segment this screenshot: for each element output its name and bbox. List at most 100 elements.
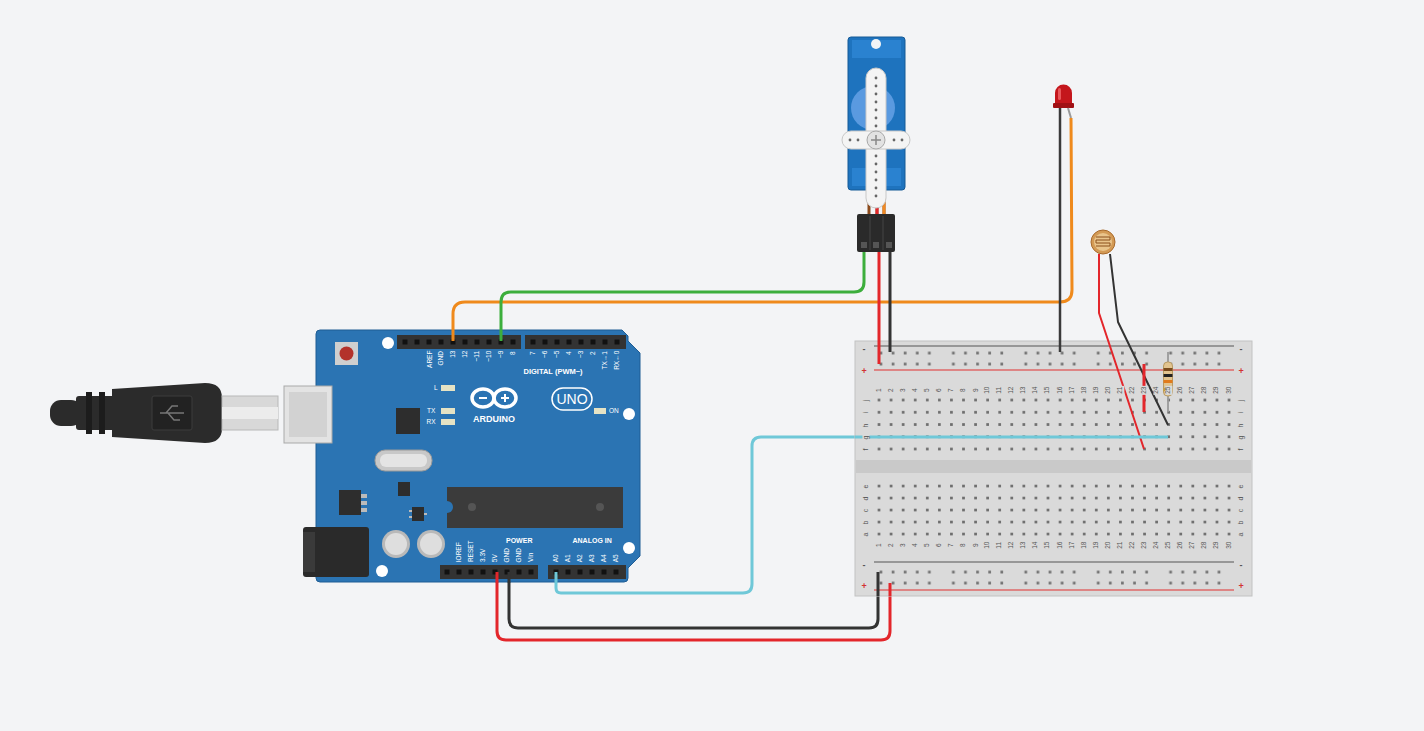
power-jack-part	[303, 527, 369, 577]
servo-motor-part-part	[875, 77, 878, 80]
photoresistor-part	[1096, 237, 1110, 246]
column-number: 3	[900, 387, 907, 393]
servo-motor-part-part	[875, 101, 878, 104]
board-parts-part	[361, 501, 367, 505]
mounting-holes-part	[376, 565, 388, 577]
row-letter: f	[1237, 447, 1244, 451]
column-number: 25	[1166, 540, 1173, 549]
mounting-holes-part	[623, 408, 635, 420]
row-letter: f	[862, 447, 869, 451]
column-number: 24	[1153, 385, 1160, 394]
column-number: 19	[1093, 385, 1100, 394]
pin-label: TX→1	[602, 350, 609, 370]
power-jack	[303, 527, 369, 577]
led-part	[1053, 103, 1074, 108]
rail-sign: +	[1238, 367, 1245, 376]
wire-ends-part	[555, 572, 558, 583]
column-number: 28	[1202, 385, 1209, 394]
model-name: UNO	[556, 392, 589, 406]
usb-cable-part	[222, 407, 278, 419]
resistor-part	[1164, 380, 1173, 383]
arduino-logo-part	[479, 394, 509, 402]
usb-cable-part	[76, 396, 116, 430]
mounting-holes-part	[623, 542, 635, 554]
status-leds	[441, 385, 606, 425]
breadboard-wires-part	[889, 252, 892, 352]
wire-ends-part	[508, 572, 511, 583]
column-number: 3	[900, 542, 907, 548]
row-letter: a	[1237, 531, 1244, 537]
breadboard-wires-part	[878, 252, 881, 364]
servo-motor-part-part	[875, 195, 878, 198]
rail-sign: +	[861, 367, 868, 376]
pin-label: GND	[438, 350, 445, 366]
row-letter: b	[1237, 519, 1244, 525]
column-number: 7	[948, 387, 955, 393]
breadboard-wires-part	[1059, 108, 1062, 352]
pin-label: Vin	[528, 552, 535, 563]
reset-button-part	[335, 342, 358, 365]
servo-motor-part-part	[875, 85, 878, 88]
servo-motor-part-part	[875, 125, 878, 128]
board-parts-part	[409, 516, 412, 518]
pin-headers-part	[440, 565, 538, 579]
led-wire-part	[1068, 108, 1071, 118]
board-parts	[339, 408, 623, 558]
led-label: RX	[426, 419, 437, 426]
breadboard-body-part	[856, 460, 1251, 473]
row-letter: h	[862, 422, 869, 428]
pin-label: 7	[530, 350, 537, 356]
pin-label: ~9	[498, 350, 505, 359]
photoresistor	[1091, 230, 1115, 254]
column-number: 24	[1153, 540, 1160, 549]
servo-motor-part	[849, 77, 904, 198]
column-number: 8	[960, 387, 967, 393]
board-parts-part	[412, 507, 424, 521]
led-wire-part	[453, 118, 1072, 341]
pin-label: ~6	[542, 350, 549, 359]
servo-motor-part	[857, 214, 895, 252]
pin-label: 8	[510, 350, 517, 356]
pin-headers-part	[525, 335, 626, 349]
column-number: 17	[1069, 385, 1076, 394]
breadboard-body-part	[855, 341, 1252, 596]
wire-ends-part	[496, 572, 499, 583]
servo-motor-part	[873, 242, 879, 248]
servo-motor-part-part	[849, 139, 852, 142]
breadboard-wires-part	[855, 436, 1168, 439]
board-parts-part	[361, 494, 367, 498]
column-number: 14	[1033, 385, 1040, 394]
breadboard-wires	[855, 108, 1168, 596]
reset-button	[335, 342, 358, 365]
servo-motor-part	[861, 242, 867, 248]
column-number: 4	[912, 387, 919, 393]
board-parts-part	[385, 533, 407, 555]
breadboard-body-part	[875, 567, 1237, 589]
pin-label: RESET	[468, 539, 475, 563]
column-number: 11	[996, 540, 1003, 549]
row-letter: g	[862, 434, 869, 440]
led-wire	[453, 108, 1072, 341]
column-number: 13	[1021, 540, 1028, 549]
breadboard-body-part	[875, 348, 1237, 370]
breadboard-body	[855, 341, 1252, 596]
column-number: 5	[924, 387, 931, 393]
column-number: 4	[912, 542, 919, 548]
column-number: 10	[984, 385, 991, 394]
pin-label: A1	[565, 553, 572, 563]
column-number: 29	[1214, 385, 1221, 394]
column-number: 23	[1141, 385, 1148, 394]
servo-motor-part-part	[893, 139, 896, 142]
header-title: POWER	[505, 537, 533, 544]
board-parts-part	[375, 450, 432, 471]
pin-label: A5	[613, 553, 620, 563]
column-number: 12	[1009, 385, 1016, 394]
row-letter: c	[1237, 507, 1244, 513]
photoresistor-part	[1094, 233, 1112, 251]
servo-motor-part-part	[875, 179, 878, 182]
resistor-part	[1164, 368, 1173, 371]
row-letter: e	[862, 483, 869, 489]
column-number: 2	[888, 542, 895, 548]
column-number: 16	[1057, 540, 1064, 549]
breadboard-illustration	[855, 341, 1252, 596]
